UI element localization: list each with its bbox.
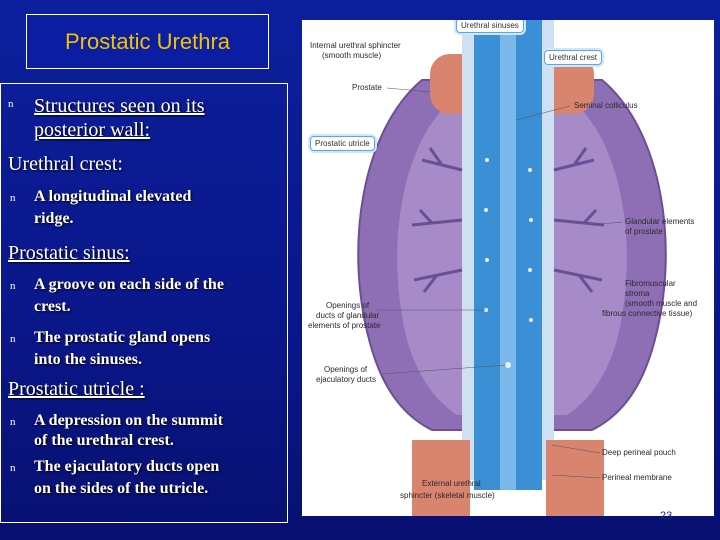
callout-urethral-crest: Urethral crest <box>544 50 603 65</box>
label-openings-ducts-2: ducts of glandular <box>316 311 379 320</box>
sinus-bullet-1-line-1: A groove on each side of the <box>34 276 224 293</box>
label-glandular: Glandular elements <box>625 217 694 226</box>
label-seminal-colliculus: Seminal colliculus <box>574 101 638 110</box>
label-openings-ducts: Openings of <box>326 301 370 310</box>
label-external-sphincter: External urethral <box>422 479 481 488</box>
callout-prostatic-utricle: Prostatic utricle <box>310 136 375 151</box>
prostate-diagram: Internal urethral sphincter (smooth musc… <box>302 20 714 516</box>
intro-line-1: Structures seen on its <box>34 95 205 117</box>
label-glandular-2: of prostate <box>625 227 663 236</box>
label-internal-sphincter-2: (smooth muscle) <box>322 51 381 60</box>
external-sphincter-right <box>546 440 604 516</box>
intro-line-2: posterior wall: <box>34 119 151 141</box>
crest-bullet-line-1: A longitudinal elevated <box>34 188 192 205</box>
label-prostate: Prostate <box>352 83 382 92</box>
utricle-bullet-1-line-2: of the urethral crest. <box>34 432 174 449</box>
label-openings-ejaculatory: Openings of <box>324 365 368 374</box>
crest-heading: Urethral crest: <box>8 153 123 175</box>
label-openings-ducts-3: elements of prostate <box>308 321 381 330</box>
external-sphincter-left <box>412 440 470 516</box>
urethral-crest <box>500 30 516 490</box>
sinus-bullet-2-line-2: into the sinuses. <box>34 351 143 368</box>
sinus-heading: Prostatic sinus: <box>8 242 130 264</box>
utricle-bullet-2-line-2: on the sides of the utricle. <box>34 480 209 497</box>
label-perineal-membrane: Perineal membrane <box>602 473 672 482</box>
label-internal-sphincter: Internal urethral sphincter <box>310 41 401 50</box>
sinus-bullet-1-line-2: crest. <box>34 298 71 315</box>
label-fibromuscular: Fibromuscular <box>625 279 676 288</box>
callout-urethral-sinuses: Urethral sinuses <box>456 20 524 33</box>
utricle-bullet-2-line-1: The ejaculatory ducts open <box>34 458 220 475</box>
utricle-bullet-1-line-1: A depression on the summit <box>34 412 224 429</box>
label-fibromuscular-4: fibrous connective tissue) <box>602 309 693 318</box>
bullet-icon: n <box>10 462 16 474</box>
text-panel <box>0 83 288 523</box>
slide-title: Prostatic Urethra <box>64 28 231 54</box>
label-external-sphincter-2: sphincter (skeletal muscle) <box>400 491 495 500</box>
label-openings-ejaculatory-2: ejaculatory ducts <box>316 375 376 384</box>
label-fibromuscular-2: stroma <box>625 289 650 298</box>
bullet-icon: n <box>10 333 16 345</box>
utricle-heading: Prostatic utricle : <box>8 378 145 400</box>
crest-bullet-line-2: ridge. <box>34 210 74 227</box>
bullet-icon: n <box>10 280 16 292</box>
prostate-illustration: Internal urethral sphincter (smooth musc… <box>308 20 697 516</box>
label-fibromuscular-3: (smooth muscle and <box>625 299 697 308</box>
bullet-icon: n <box>8 98 14 110</box>
page-number: 23 <box>660 510 673 522</box>
bullet-icon: n <box>10 192 16 204</box>
sinus-bullet-2-line-1: The prostatic gland opens <box>34 329 211 346</box>
title-box: Prostatic Urethra <box>26 14 269 69</box>
label-deep-perineal: Deep perineal pouch <box>602 448 676 457</box>
bullet-icon: n <box>10 416 16 428</box>
